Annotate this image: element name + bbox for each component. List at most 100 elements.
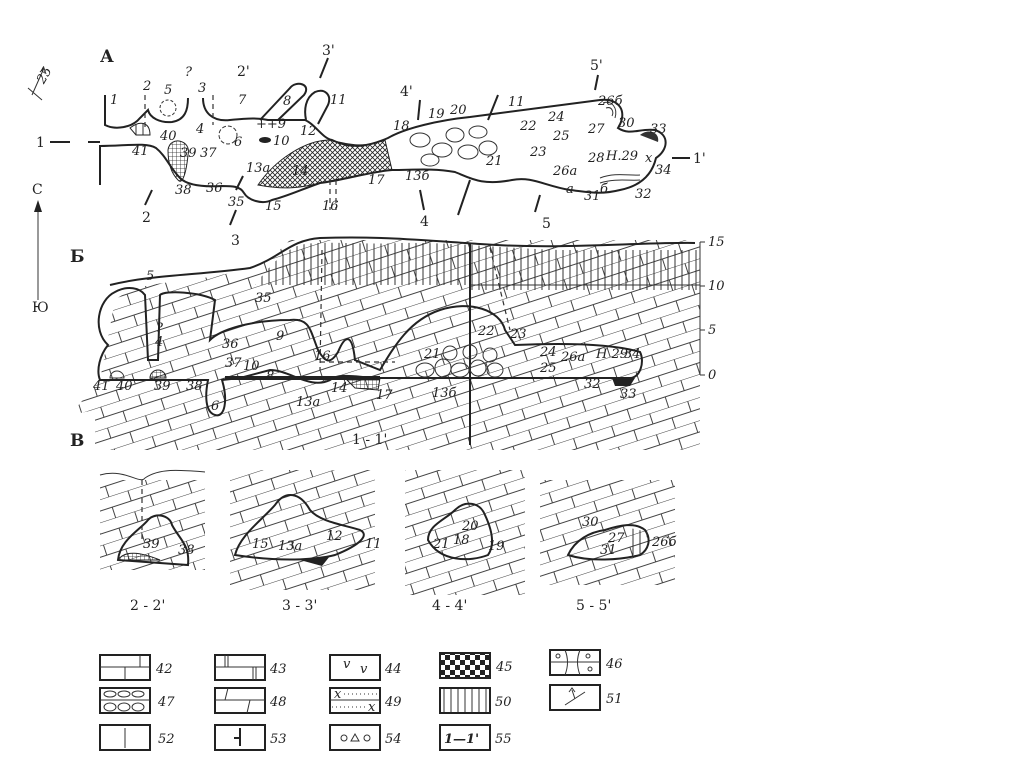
label: 23 (529, 145, 547, 160)
label: 17 (368, 173, 385, 188)
label: 43 (269, 662, 287, 677)
label: 45 (495, 660, 513, 675)
label: 4 (154, 335, 163, 350)
label: 48 (269, 695, 287, 710)
label: 20 (449, 103, 467, 118)
label: 15 (252, 537, 269, 552)
label: 24 (547, 110, 565, 125)
label: ? (156, 321, 164, 336)
label: 18 (453, 533, 470, 548)
label: 15 (708, 235, 725, 250)
legend-item-42: 42 (99, 654, 173, 681)
label: 14 (331, 381, 348, 396)
plan-section-marks: 1 1' 2 2' 3 3' 4 4' 5 5' (36, 43, 706, 249)
label: 6 (234, 135, 242, 150)
plan-letter: А (100, 47, 114, 67)
label: 14 (292, 164, 309, 179)
label: 37 (200, 146, 217, 161)
label: 23 (509, 327, 527, 342)
label: 10 (708, 279, 725, 294)
south-label: Ю (32, 300, 49, 316)
legend-item-45: 45 (439, 652, 513, 679)
label: 2 (142, 210, 151, 226)
passage-11 (304, 89, 331, 125)
label: 39 (143, 537, 160, 552)
label: 21 (432, 537, 450, 552)
label: 31 (584, 189, 601, 204)
azimuth-icon: 25 (27, 65, 55, 101)
label: ? (185, 65, 193, 80)
label: ++9 (256, 117, 286, 132)
label: 5' (590, 58, 603, 74)
label: 13а (246, 161, 270, 176)
label: 4 - 4' (432, 598, 467, 614)
cross-sections: В 39 38 2 - 2' 15 13а 12 11 3 - 3' 21 18 (70, 431, 677, 614)
label: 5 - 5' (576, 598, 611, 614)
label: 24 (539, 345, 557, 360)
label: 33 (650, 122, 667, 137)
label: 3 - 3' (282, 598, 317, 614)
legend-item-51: 51 (549, 684, 623, 711)
label: 11 (508, 95, 525, 110)
label: 10 (273, 134, 290, 149)
label: 53 (270, 732, 287, 747)
cross-section-4: 21 18 20 19 4 - 4' (405, 470, 525, 614)
cross-section-5: 30 27 31 26б 5 - 5' (540, 480, 677, 614)
label: 15 (265, 199, 282, 214)
label: x (334, 687, 342, 702)
label: 32 (635, 187, 652, 202)
label: 13а (278, 539, 302, 554)
label: Н.29 (605, 149, 638, 164)
label: 36 (222, 337, 239, 352)
label: 38 (175, 183, 192, 198)
label: 11 (330, 93, 347, 108)
label: 7 (238, 93, 247, 108)
label: 41 (131, 144, 149, 159)
label: 6 (211, 399, 219, 414)
label: 36 (206, 181, 223, 196)
label: 3 (231, 233, 240, 249)
label: 26а (552, 164, 577, 179)
label: 3 (198, 81, 206, 96)
label: 19 (428, 107, 445, 122)
label: 1—1' (444, 732, 479, 747)
label: Н 29 (595, 347, 628, 362)
label: 25 (539, 361, 557, 376)
label: 34 (655, 163, 672, 178)
passage-7-8 (259, 82, 308, 121)
label: 49 (384, 695, 402, 710)
label: 54 (385, 732, 402, 747)
label: 33 (620, 387, 637, 402)
section-letter: Б (70, 247, 85, 267)
label: 1' (693, 151, 706, 167)
legend-item-53: 53 (214, 724, 287, 751)
boulders-section (415, 344, 504, 378)
label: 12 (326, 529, 343, 544)
label: х (645, 151, 653, 166)
label: 50 (495, 695, 512, 710)
label: 5 (708, 323, 716, 338)
label: 13б (405, 169, 430, 184)
label: 2' (237, 64, 250, 80)
label: 35 (255, 291, 272, 306)
label: 2 (142, 79, 151, 94)
label: 8 (283, 94, 291, 109)
label: v (343, 657, 351, 672)
label: 12 (300, 124, 317, 139)
label: 27 (607, 531, 625, 546)
label: 9 (276, 329, 284, 344)
legend-item-55: 1—1' 55 (439, 724, 512, 751)
label: 16 (314, 349, 331, 364)
label: 2 - 2' (130, 598, 165, 614)
label: 55 (495, 732, 512, 747)
label: v (360, 662, 368, 677)
label: 40 (159, 129, 177, 144)
label: б (600, 182, 608, 197)
label: 11 (365, 537, 382, 552)
label: 39 (180, 146, 197, 161)
label: 21 (485, 154, 503, 169)
label: 10 (243, 359, 260, 374)
